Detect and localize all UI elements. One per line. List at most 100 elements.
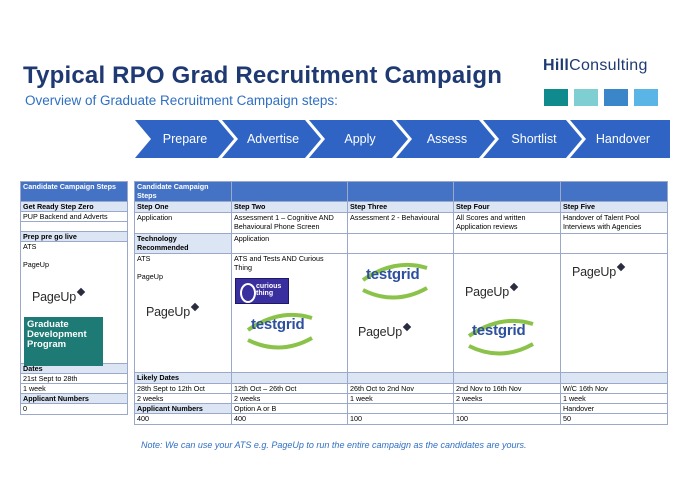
applicant-numbers-label: Applicant Numbers (134, 403, 232, 414)
duration-step-five: 1 week (560, 393, 668, 404)
step-label-assess: Assess (426, 132, 468, 146)
chevron-advertise (222, 120, 321, 158)
pageup-logo: PageUp (32, 290, 76, 304)
process-chevrons (135, 120, 670, 158)
step-two-desc-line1: Assessment 1 – Cognitive AND (234, 213, 334, 223)
chevron-shortlist (483, 120, 582, 158)
tech-step-three (347, 253, 454, 373)
option-step-two: Option A or B (231, 403, 348, 414)
blank-cell (560, 233, 668, 254)
blank-cell (20, 221, 128, 232)
pageup-logo: PageUp (572, 265, 616, 279)
left-ats-text: ATS (23, 242, 37, 252)
curious-thing-logo: curious thing (235, 278, 289, 304)
duration-step-three: 1 week (347, 393, 454, 404)
tech-step-two-line2: Thing (234, 263, 252, 272)
logo-part-hill: Hill (543, 57, 570, 74)
applicants-value: 0 (20, 403, 128, 415)
hill-consulting-logo: HillConsulting (543, 57, 648, 75)
technology-label-line2: Recommended (137, 243, 189, 252)
main-table-header: Candidate Campaign Steps (134, 181, 232, 202)
date-step-two: 12th Oct – 26th Oct (231, 383, 348, 394)
tech-ats-text: ATS (137, 254, 151, 264)
option-step-five: Handover (560, 403, 668, 414)
step-five-desc: Handover of Talent Pool Interviews with … (560, 212, 668, 234)
step-one-desc: Application (134, 212, 232, 234)
step-label-advertise: Advertise (246, 132, 300, 146)
testgrid-text: testgrid (366, 266, 420, 283)
step-four-desc-line1: All Scores and written (456, 213, 526, 223)
chevron-apply (309, 120, 408, 158)
logo-swatch-4 (634, 89, 658, 106)
logo-part-consulting: Consulting (569, 57, 648, 74)
pup-backend-cell: PUP Backend and Adverts (20, 211, 128, 222)
curious-line2: thing (256, 290, 274, 297)
step-label-handover: Handover (595, 132, 651, 146)
step-five-desc-line1: Handover of Talent Pool (563, 213, 640, 223)
blank-cell (453, 233, 561, 254)
gdp-line2: Development (27, 329, 87, 340)
step-four-label: Step Four (453, 201, 561, 213)
likely-dates-label: Likely Dates (134, 372, 232, 384)
date-step-five: W/C 16th Nov (560, 383, 668, 394)
curious-line1: curious (256, 283, 282, 290)
step-five-label: Step Five (560, 201, 668, 213)
gdp-line3: Program (27, 339, 67, 350)
duration-value: 1 week (20, 383, 128, 394)
testgrid-text: testgrid (472, 322, 526, 339)
blank-cell (347, 372, 454, 384)
applicants-step-four: 100 (453, 413, 561, 425)
step-four-desc: All Scores and written Application revie… (453, 212, 561, 234)
pageup-logo: PageUp (358, 325, 402, 339)
applicants-label: Applicant Numbers (20, 393, 128, 404)
blank-cell (560, 372, 668, 384)
date-step-three: 26th Oct to 2nd Nov (347, 383, 454, 394)
step-four-desc-line2: Application reviews (456, 222, 518, 231)
header-cell (453, 181, 561, 202)
step-two-label: Step Two (231, 201, 348, 213)
duration-step-one: 2 weeks (134, 393, 232, 404)
step-two-desc: Assessment 1 – Cognitive AND Behavioural… (231, 212, 348, 234)
step-five-desc-line2: Interviews with Agencies (563, 222, 642, 231)
step-one-label: Step One (134, 201, 232, 213)
logo-swatch-3 (604, 89, 628, 106)
tech-application-cell: Application (231, 233, 348, 254)
technology-label-line1: Technology (137, 234, 177, 244)
blank-cell (347, 403, 454, 414)
testgrid-swoosh-icon (467, 318, 534, 356)
testgrid-swoosh-icon (361, 262, 428, 300)
main-steps-table: Candidate Campaign Steps Step One Step T… (134, 181, 668, 425)
header-cell (560, 181, 668, 202)
duration-step-four: 2 weeks (453, 393, 561, 404)
applicants-step-three: 100 (347, 413, 454, 425)
header-cell (347, 181, 454, 202)
testgrid-logo: testgrid (360, 258, 430, 302)
step-three-label: Step Three (347, 201, 454, 213)
testgrid-logo: testgrid (245, 308, 315, 352)
testgrid-logo: testgrid (466, 314, 536, 358)
step-label-shortlist: Shortlist (511, 132, 557, 146)
pageup-logo: PageUp (146, 305, 190, 319)
technology-label: Technology Recommended (134, 233, 232, 254)
graduate-development-program-logo: Graduate Development Program (24, 317, 103, 366)
step-three-desc: Assessment 2 - Behavioural (347, 212, 454, 234)
logo-swatch-1 (544, 89, 568, 106)
testgrid-text: testgrid (251, 316, 305, 333)
header-cell (231, 181, 348, 202)
pageup-logo: PageUp (465, 285, 509, 299)
logo-swatch-2 (574, 89, 598, 106)
step-label-apply: Apply (344, 132, 376, 146)
page-subtitle: Overview of Graduate Recruitment Campaig… (25, 93, 338, 108)
gdp-line1: Graduate (27, 319, 69, 330)
chevron-prepare (135, 120, 234, 158)
page-title: Typical RPO Grad Recruitment Campaign (23, 62, 503, 89)
blank-cell (453, 403, 561, 414)
step-two-desc-line2: Behavioural Phone Screen (234, 222, 320, 231)
dates-value: 21st Sept to 28th (20, 373, 128, 384)
left-table-header: Candidate Campaign Steps (20, 181, 128, 202)
date-step-four: 2nd Nov to 16th Nov (453, 383, 561, 394)
date-step-one: 28th Sept to 12th Oct (134, 383, 232, 394)
step-label-prepare: Prepare (162, 132, 208, 146)
get-ready-label: Get Ready Step Zero (20, 201, 128, 212)
footnote: Note: We can use your ATS e.g. PageUp to… (141, 440, 527, 450)
